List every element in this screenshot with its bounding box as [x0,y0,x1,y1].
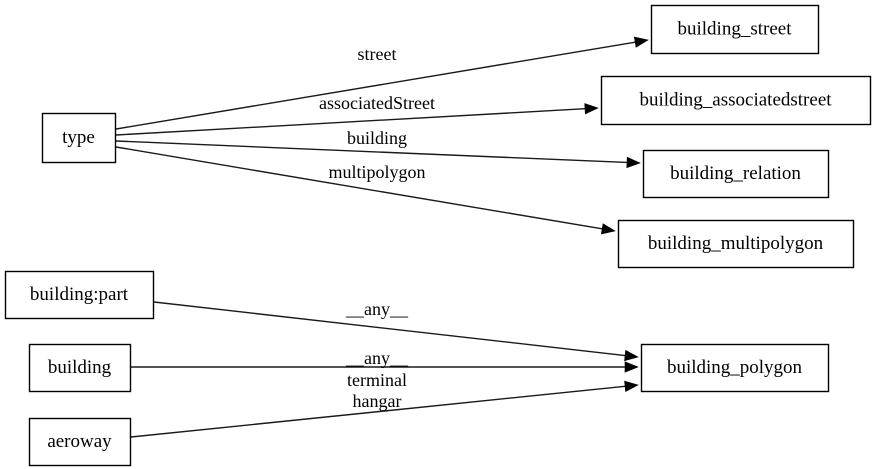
node-box[interactable] [640,343,830,393]
graph-edge [115,103,599,136]
node-box[interactable] [28,417,132,467]
node-box[interactable] [600,75,872,126]
node-label: building_street [678,18,793,39]
edge-line [115,146,603,230]
node-label: building_multipolygon [648,233,824,254]
edge-line [153,301,626,357]
node-label: building:part [30,284,129,305]
edge-label: multipolygon [328,162,425,182]
edge-line [130,385,626,438]
graph-node-building_polygon[interactable]: building_polygon [640,343,830,393]
nodes-layer: type building_street building_associatedst… [4,4,872,467]
graph-edge [131,361,639,373]
node-box[interactable] [4,270,155,320]
node-box[interactable] [617,219,855,269]
edge-line [115,140,628,164]
edge-arrowhead-icon [584,103,599,115]
node-label: building_polygon [667,357,803,378]
edge-arrowhead-icon [624,361,639,373]
graph-node-aeroway[interactable]: aeroway [28,417,132,467]
node-label: type [62,127,95,148]
edge-label: street [358,44,397,64]
edge-labels-layer: street associatedStreet building multipolyg… [319,44,435,411]
graph-node-building_relation[interactable]: building_relation [642,149,830,199]
edge-label: hangar [353,391,402,411]
edge-arrowhead-icon [624,380,639,392]
node-label: building_associatedstreet [639,89,832,110]
node-label: building_relation [670,163,801,184]
edge-arrowhead-icon [600,223,616,235]
graph-node-building_part[interactable]: building:part [4,270,155,320]
edges-layer [115,36,649,438]
node-box[interactable] [642,149,830,199]
graph-edge [115,36,649,130]
graph-node-building_multipolygon[interactable]: building_multipolygon [617,219,855,269]
graph-edge [153,301,639,362]
graph-node-building_associatedstreet[interactable]: building_associatedstreet [600,75,872,126]
edge-arrowhead-icon [626,156,641,169]
node-box[interactable] [28,343,132,393]
edge-label: terminal [347,370,407,390]
edge-line [115,41,636,130]
node-box[interactable] [650,4,820,55]
graph-node-type[interactable]: type [41,112,117,164]
graph-node-building_street[interactable]: building_street [650,4,820,55]
edge-label: associatedStreet [319,93,435,113]
graph-edge [130,380,639,438]
graph-node-building[interactable]: building [28,343,132,393]
graph-edge [115,146,616,235]
node-box[interactable] [41,112,117,164]
edge-arrowhead-icon [624,349,639,362]
edge-label: building [347,128,407,148]
edge-line [115,108,586,136]
edge-arrowhead-icon [633,36,649,48]
graph-edge [115,140,641,169]
edge-label: __any__ [345,348,409,368]
node-label: aeroway [47,431,112,452]
node-label: building [48,357,112,378]
edge-label: __any__ [345,299,409,319]
